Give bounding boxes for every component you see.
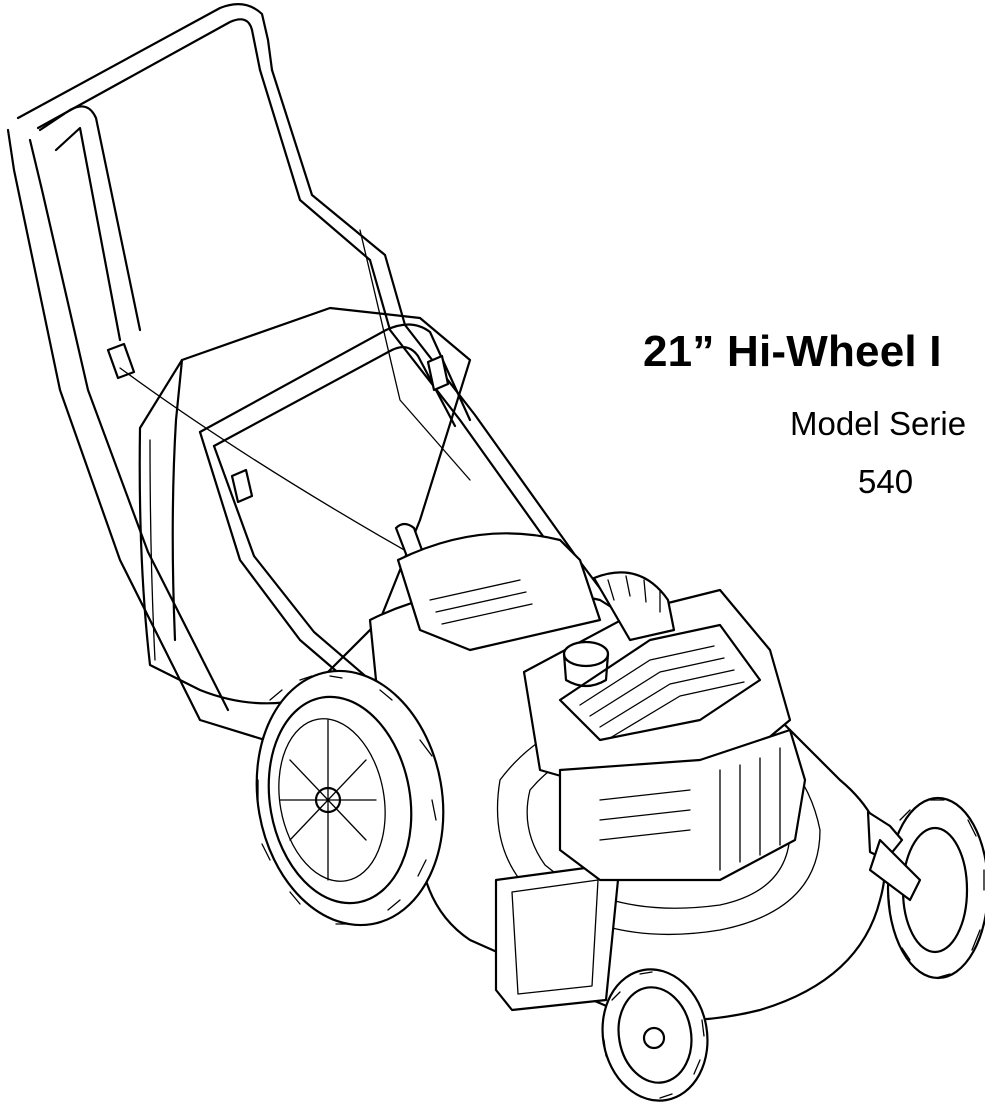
model-series-label: Model Serie	[790, 405, 967, 442]
grass-bag	[138, 306, 472, 705]
engine	[522, 588, 807, 882]
model-series-number: 540	[858, 463, 914, 500]
rear-wheel	[255, 669, 445, 927]
front-wheel	[601, 968, 709, 1102]
rear-right-wheel	[592, 571, 676, 642]
front-right-wheel	[866, 796, 985, 980]
product-title: 21” Hi-Wheel I	[643, 327, 942, 376]
